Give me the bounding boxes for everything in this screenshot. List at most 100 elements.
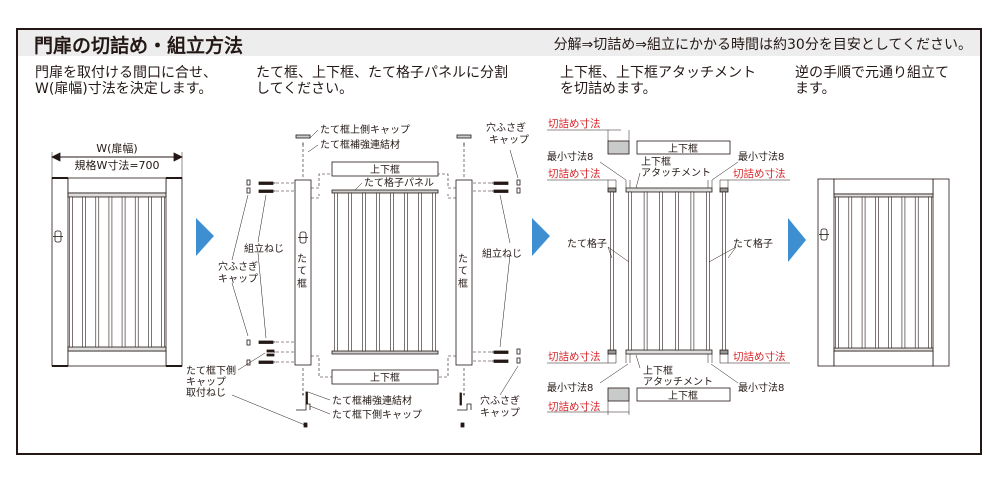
reinforce-bottom-label: たて框補強連結材 bbox=[332, 394, 412, 407]
vertical-bar bbox=[674, 191, 679, 351]
bottom-cap-right bbox=[457, 403, 472, 411]
step3-cutting bbox=[547, 129, 790, 415]
page-title: 門扉の切詰め・組立方法 bbox=[34, 35, 244, 57]
top-rail-label: 上下框 bbox=[668, 142, 698, 155]
vertical-bar bbox=[82, 196, 86, 348]
top-cap-right bbox=[456, 134, 472, 139]
vertical-bar bbox=[418, 192, 422, 352]
top-rail bbox=[67, 177, 167, 194]
stile-right-label-3: 框 bbox=[458, 277, 468, 290]
attach-top-label-2: アタッチメント bbox=[641, 167, 711, 179]
panel-bars bbox=[334, 192, 436, 352]
bottom-cap-screw-label-1: たて框下側 bbox=[186, 364, 236, 377]
vertical-bar bbox=[334, 192, 338, 352]
step-1-text: 門扉を取付ける間口に合せ、 W(扉幅)寸法を決定します。 bbox=[35, 65, 217, 97]
right-stile bbox=[932, 178, 950, 367]
cut-bars bbox=[610, 191, 726, 351]
vertical-bar bbox=[390, 192, 394, 352]
screw-right-label: 組立ねじ bbox=[482, 247, 522, 260]
instruction-panel: 門扉の切詰め・組立方法 分解⇒切詰め⇒組立にかかる時間は約30分を目安としてくだ… bbox=[16, 28, 982, 455]
bottom-cap-label: たて框下側キャップ bbox=[332, 408, 422, 421]
stile-right-label-1: た bbox=[458, 253, 468, 265]
top-rail-part bbox=[331, 161, 439, 177]
bar-left-label: たて格子 bbox=[567, 237, 607, 250]
vertical-bar bbox=[432, 192, 436, 352]
step3-labels: 切詰め寸法 上下框 最小寸法8 最小寸法8 上下框 アタッチメント 切詰め寸法 … bbox=[547, 117, 786, 413]
attachment-bottom bbox=[625, 349, 713, 355]
screw-left-label: 組立ねじ bbox=[244, 242, 284, 255]
latch-icon bbox=[819, 228, 829, 241]
vertical-bar bbox=[914, 196, 919, 349]
vertical-bar bbox=[121, 196, 126, 348]
width-label: W(扉幅) bbox=[96, 142, 137, 155]
step-arrow-2 bbox=[532, 218, 550, 256]
stile-left-label-1: た bbox=[297, 253, 307, 265]
vertical-bars bbox=[69, 196, 165, 348]
top-rail-cut bbox=[636, 140, 731, 155]
step-arrow-3 bbox=[788, 218, 806, 262]
vertical-bar bbox=[835, 196, 839, 349]
cut-right-top-label: 切詰め寸法 bbox=[733, 167, 786, 180]
hole-cap-left-label-1: 穴ふさぎ bbox=[218, 260, 258, 273]
vertical-bar bbox=[376, 192, 380, 352]
vertical-bar bbox=[659, 191, 664, 351]
vertical-bar bbox=[95, 196, 100, 348]
panel-top-bar bbox=[331, 189, 439, 194]
bottom-cap-left bbox=[296, 403, 311, 411]
hole-cap-right-bottom-label-1: 穴ふさぎ bbox=[480, 394, 520, 407]
vertical-bar bbox=[69, 196, 73, 348]
bottom-cap-screw-label-2: キャップ bbox=[186, 376, 226, 388]
bottom-rail-label: 上下框 bbox=[370, 371, 400, 384]
top-cap-label: たて框上側キャップ bbox=[320, 123, 410, 136]
attach-top-label-1: 上下框 bbox=[641, 155, 671, 168]
step2-exploded bbox=[231, 129, 521, 428]
vertical-bar bbox=[901, 196, 906, 349]
step4-gate bbox=[817, 178, 950, 367]
cut-right-bottom-label: 切詰め寸法 bbox=[733, 350, 786, 363]
attachment-top bbox=[625, 187, 713, 193]
hole-cap-right-top-label-2: キャップ bbox=[489, 134, 529, 146]
vertical-bar bbox=[888, 196, 892, 349]
top-cap-left bbox=[295, 134, 311, 139]
stile-left-label-2: て bbox=[297, 266, 307, 277]
step-arrow-1 bbox=[196, 218, 214, 256]
vertical-bar bbox=[148, 196, 152, 348]
vertical-bar bbox=[928, 196, 932, 349]
vertical-bar bbox=[161, 196, 165, 348]
top-rail bbox=[833, 178, 934, 195]
vertical-bar bbox=[875, 196, 879, 349]
bottom-cap-screw-label-3: 取付ねじ bbox=[186, 386, 226, 399]
left-stile-part bbox=[294, 179, 312, 366]
vertical-bar bbox=[134, 196, 139, 348]
min-right-top-label: 最小寸法8 bbox=[738, 150, 784, 163]
panel-bottom-bar bbox=[331, 350, 439, 355]
vertical-bar bbox=[348, 192, 352, 352]
stile-right-label-2: て bbox=[458, 266, 468, 277]
vertical-bars bbox=[835, 196, 932, 349]
bottom-rail bbox=[67, 350, 167, 367]
vertical-bar bbox=[722, 191, 726, 351]
stile-left-label-3: 框 bbox=[297, 277, 307, 290]
latch-icon bbox=[53, 230, 63, 243]
min-right-bottom-label: 最小寸法8 bbox=[738, 381, 784, 394]
latch-icon bbox=[298, 231, 308, 244]
vertical-bar bbox=[643, 191, 648, 351]
cut-piece-top bbox=[607, 140, 630, 155]
width-arrowheads bbox=[51, 152, 183, 162]
right-stile bbox=[165, 177, 183, 367]
vertical-bar bbox=[404, 192, 408, 352]
vertical-bar bbox=[108, 196, 113, 348]
bottom-rail-label: 上下框 bbox=[668, 389, 698, 402]
assembly-screws bbox=[258, 181, 509, 364]
cut-piece-bottom bbox=[607, 387, 630, 402]
attach-bottom-label-2: アタッチメント bbox=[643, 376, 713, 388]
hole-cap-right-top-label-1: 穴ふさぎ bbox=[486, 121, 526, 134]
right-stile-part bbox=[455, 179, 473, 366]
bar-right-label: たて格子 bbox=[733, 237, 773, 250]
step1-gate bbox=[51, 152, 183, 367]
vertical-bar bbox=[628, 191, 632, 351]
panel-label: たて格子パネル bbox=[364, 176, 434, 189]
step2-labels: たて框上側キャップ たて框補強連結材 上下框 たて格子パネル 組立ねじ 穴ふさぎ… bbox=[186, 121, 529, 421]
time-note: 分解⇒切詰め⇒組立にかかる時間は約30分を目安としてください。 bbox=[553, 37, 972, 53]
